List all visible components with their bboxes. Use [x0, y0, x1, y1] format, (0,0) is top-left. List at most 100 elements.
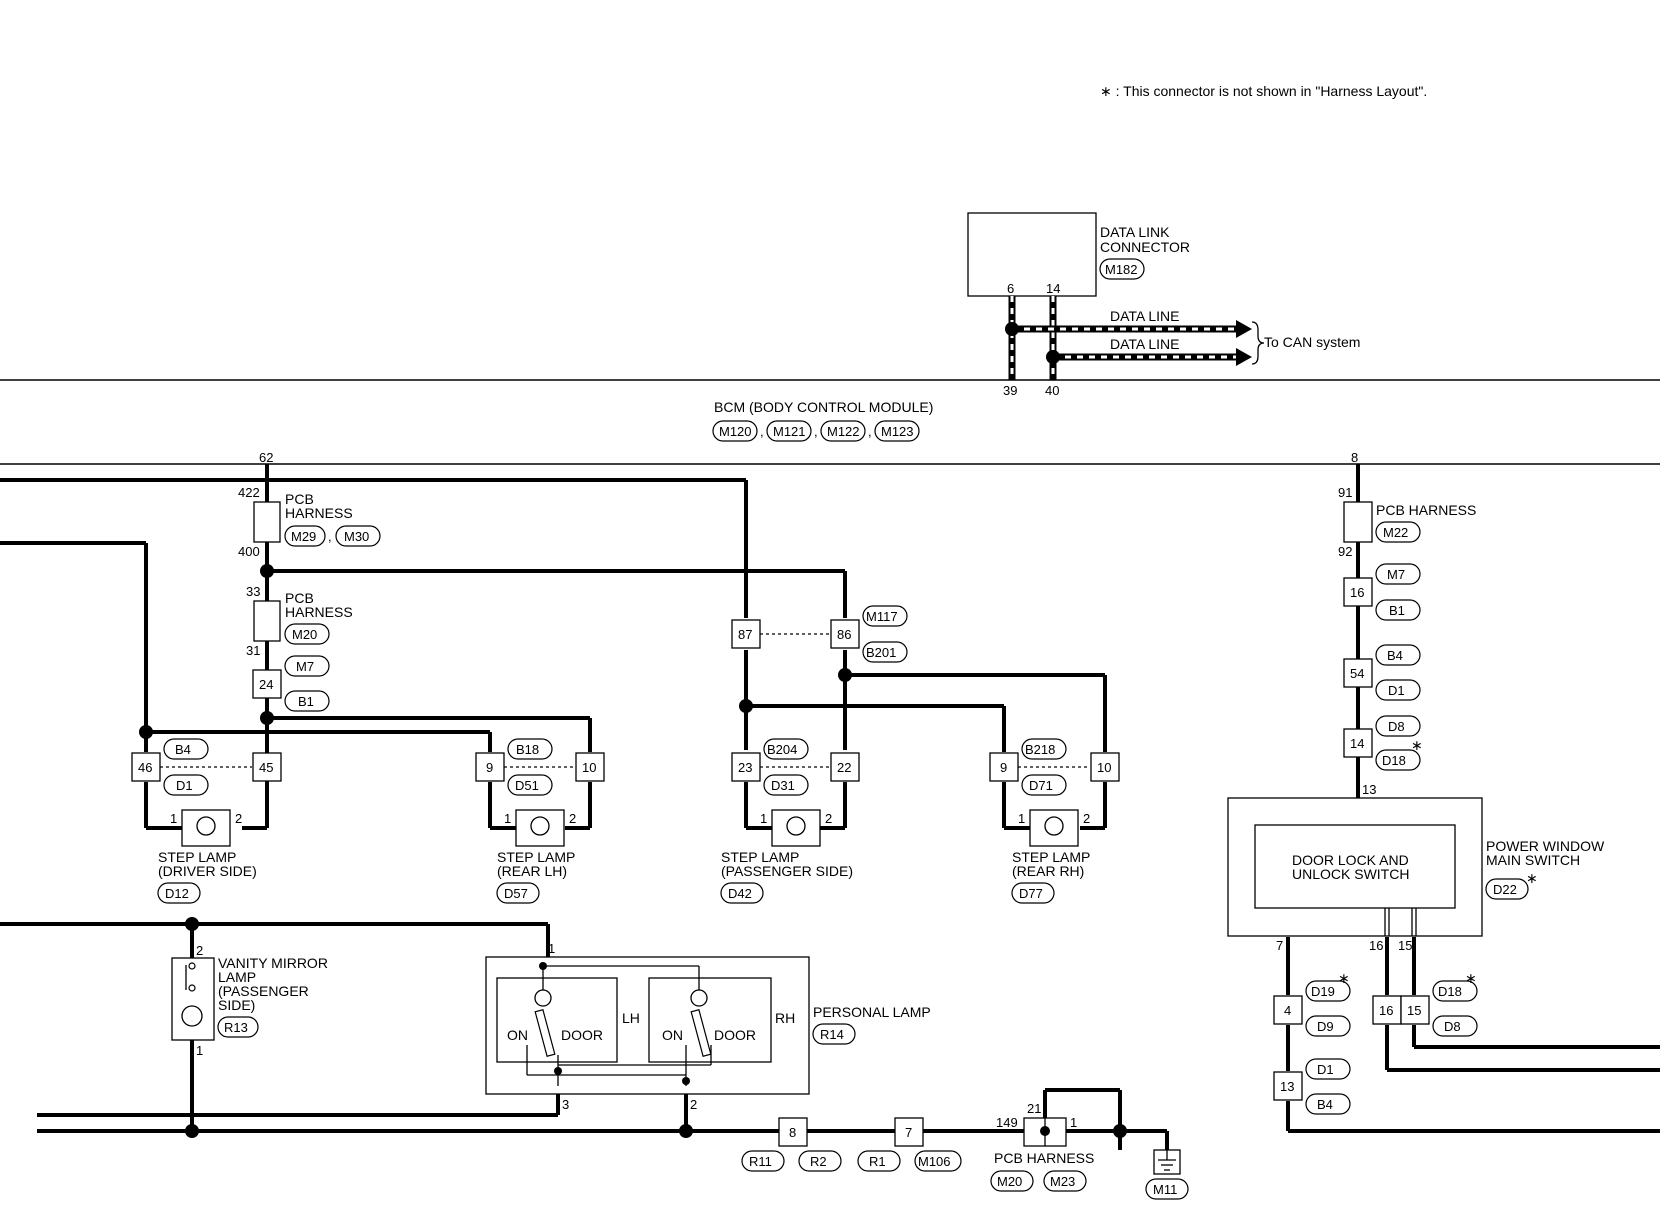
svg-text:DOOR: DOOR [714, 1027, 756, 1043]
svg-text:46: 46 [138, 760, 152, 775]
right-connector-16-15: 16 15 D18 ∗ D8 [1372, 970, 1478, 1037]
pcb1-pin-422: 422 [238, 485, 260, 500]
svg-text:D42: D42 [728, 886, 752, 901]
svg-text:D1: D1 [176, 778, 193, 793]
svg-text:M121: M121 [773, 424, 806, 439]
svg-text:1: 1 [548, 941, 555, 956]
svg-text:13: 13 [1280, 1079, 1294, 1094]
svg-text:LH: LH [622, 1010, 640, 1026]
data-link-code: M182 [1105, 262, 1138, 277]
svg-text:M20: M20 [997, 1174, 1022, 1189]
right-connector-54: 54 B4 D1 [1343, 644, 1421, 701]
svg-text:M123: M123 [881, 424, 914, 439]
svg-text:7: 7 [905, 1125, 912, 1140]
svg-text:D18: D18 [1438, 984, 1462, 999]
connector-86-pin: 86 [837, 627, 851, 642]
personal-rh-bulb-icon [690, 989, 708, 1007]
pcb1-label-2: HARNESS [285, 505, 353, 521]
harness-layout-note: ∗ : This connector is not shown in "Harn… [1100, 83, 1427, 99]
svg-text:ON: ON [662, 1027, 683, 1043]
pcb-harness-1 [253, 501, 281, 543]
svg-text:1: 1 [1018, 811, 1025, 826]
svg-text:149: 149 [996, 1115, 1018, 1130]
pcb1-code-pill-2 [335, 525, 381, 547]
dlc-pin-14: 14 [1046, 281, 1060, 296]
step1-connector-b [252, 752, 282, 782]
step1-connector-a [131, 752, 161, 782]
svg-text:B1: B1 [1389, 603, 1405, 618]
vanity-lamp-icon [181, 1005, 203, 1027]
conn24-code-pill-1 [284, 655, 330, 677]
data-link-connector [967, 212, 1097, 297]
pcb-harness-right [1343, 501, 1373, 543]
svg-text:D8: D8 [1388, 719, 1405, 734]
svg-text:D57: D57 [504, 886, 528, 901]
svg-text:D19: D19 [1311, 984, 1335, 999]
svg-text:D51: D51 [515, 778, 539, 793]
svg-text:D31: D31 [771, 778, 795, 793]
svg-text:M7: M7 [1387, 567, 1405, 582]
bcm-pin-8: 8 [1351, 450, 1358, 465]
can-data-lines [1005, 296, 1265, 380]
svg-text:9: 9 [486, 760, 493, 775]
pcb1-code-pill-1 [284, 525, 326, 547]
svg-text:,: , [868, 424, 872, 439]
dlc-pin-6: 6 [1007, 281, 1014, 296]
bcm-label: BCM (BODY CONTROL MODULE) [714, 399, 933, 415]
svg-text:22: 22 [837, 760, 851, 775]
mid-code-pill-2 [862, 641, 908, 663]
right-wires [1286, 464, 1660, 1133]
svg-text:45: 45 [259, 760, 273, 775]
step2-lamp-icon [530, 816, 550, 836]
svg-text:LAMP: LAMP [218, 969, 256, 985]
bcm-pin-39: 39 [1003, 383, 1017, 398]
bcm-pin-62: 62 [259, 450, 273, 465]
svg-text:D1: D1 [1317, 1062, 1334, 1077]
pcb1-pin-400: 400 [238, 544, 260, 559]
connector-87 [731, 619, 761, 649]
data-line-label-2: DATA LINE [1110, 336, 1180, 352]
svg-text:1: 1 [760, 811, 767, 826]
svg-text:STEP LAMP: STEP LAMP [721, 849, 799, 865]
right-connector-4: 4 D19 ∗ D9 [1273, 970, 1351, 1037]
svg-text:PERSONAL LAMP: PERSONAL LAMP [813, 1004, 931, 1020]
svg-text:14: 14 [1350, 736, 1364, 751]
svg-text:B204: B204 [767, 742, 797, 757]
connector-87-pin: 87 [738, 627, 752, 642]
pcb-right-pin-92: 92 [1338, 544, 1352, 559]
svg-text:MAIN SWITCH: MAIN SWITCH [1486, 852, 1580, 868]
svg-text:B218: B218 [1025, 742, 1055, 757]
connector-86 [830, 619, 860, 649]
step4-lamp-icon [1044, 816, 1064, 836]
svg-text:D8: D8 [1444, 1019, 1461, 1034]
svg-text:15: 15 [1407, 1003, 1421, 1018]
svg-text:4: 4 [1284, 1003, 1291, 1018]
data-link-label-1: DATA LINK [1100, 224, 1170, 240]
switch-pin-13: 13 [1362, 782, 1376, 797]
svg-text:3: 3 [562, 1097, 569, 1112]
svg-text:ON: ON [507, 1027, 528, 1043]
step-lamp-rear-rh: 9 10 B218 D71 1 2 STEP LAMP (REAR RH) D7… [989, 738, 1120, 904]
svg-text:D18: D18 [1382, 753, 1406, 768]
svg-text:16: 16 [1350, 585, 1364, 600]
data-link-label-2: CONNECTOR [1100, 239, 1190, 255]
pcb1-code-sep: , [328, 529, 332, 544]
svg-text:(DRIVER SIDE): (DRIVER SIDE) [158, 863, 257, 879]
conn24-code-2: B1 [298, 694, 314, 709]
svg-text:54: 54 [1350, 666, 1364, 681]
svg-text:R13: R13 [224, 1020, 248, 1035]
step-lamp-driver: 46 45 B4 D1 1 2 STEP LAMP (DRIVER SIDE) … [131, 738, 282, 904]
svg-text:∗: ∗ [1465, 970, 1477, 986]
svg-text:D77: D77 [1019, 886, 1043, 901]
can-system-label: To CAN system [1264, 334, 1360, 350]
svg-text:1: 1 [504, 811, 511, 826]
step-lamp-passenger: 23 22 B204 D31 1 2 STEP LAMP (PASSENGER … [720, 738, 860, 904]
right-connector-13: 13 D1 B4 [1273, 1058, 1351, 1115]
svg-text:2: 2 [569, 811, 576, 826]
svg-text:B4: B4 [175, 742, 191, 757]
pcb2-code: M20 [292, 627, 317, 642]
svg-text:(PASSENGER: (PASSENGER [218, 983, 309, 999]
pcb2-label-2: HARNESS [285, 604, 353, 620]
svg-text:∗: ∗ [1411, 737, 1423, 753]
svg-text:2: 2 [1083, 811, 1090, 826]
